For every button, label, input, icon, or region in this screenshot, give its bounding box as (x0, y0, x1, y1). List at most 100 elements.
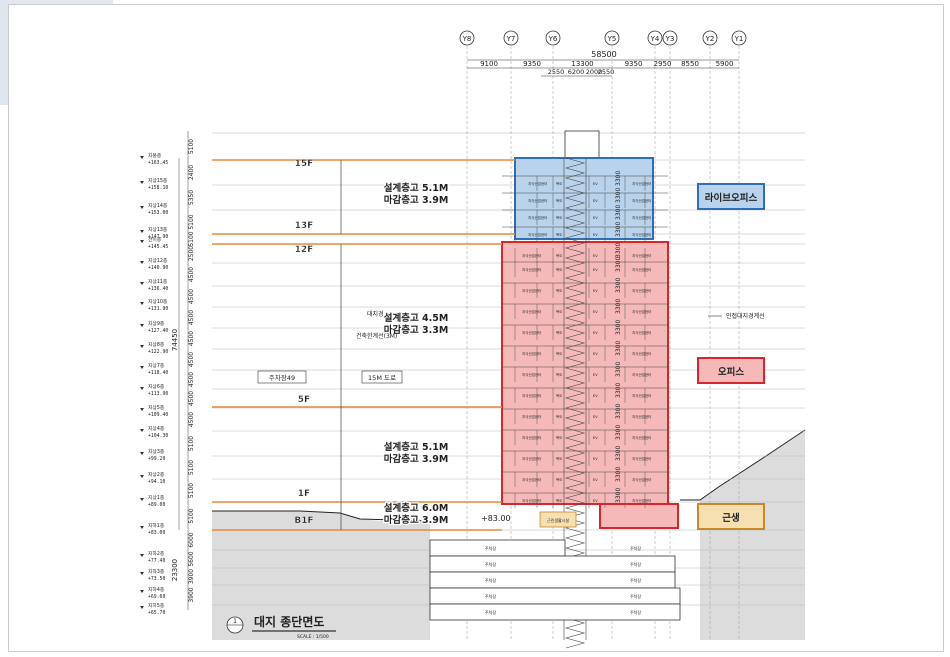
side-dim: 5350 (188, 190, 195, 205)
annotation-design-height: 설계층고 5.1M (384, 182, 449, 194)
grid-axis-label: Y4 (650, 35, 660, 43)
room-label: 지식산업센터 (632, 288, 651, 293)
annotation-design-height: 설계층고 6.0M (384, 502, 449, 514)
hall-label: 복도 (556, 309, 563, 314)
grid-bubble (731, 30, 747, 46)
level-marker (140, 156, 144, 159)
core-label: EV (593, 478, 598, 482)
floor-height-tag: 3300 (615, 425, 622, 440)
grid-axis-label: Y2 (705, 35, 715, 43)
side-dim: 4500 (188, 372, 195, 387)
basement-label: 주차장 (630, 593, 641, 599)
floor-height-tag: 3300 (615, 320, 622, 335)
basement-label: 주차장 (630, 561, 641, 567)
side-dim: 4500 (188, 391, 195, 406)
room-label: 지식산업센터 (522, 288, 541, 293)
annotation-finish-height: 마감층고 3.9M (384, 453, 449, 465)
retail-unit (539, 511, 577, 528)
hall-label: 복도 (556, 414, 563, 419)
room-label: 지식산업센터 (632, 393, 651, 398)
side-dim: 4500 (188, 267, 195, 282)
level-elevation: +145.45 (148, 244, 168, 250)
grid-axis-label: Y3 (665, 35, 675, 43)
hall-label: 복도 (556, 215, 563, 220)
level-marker (140, 302, 144, 305)
dim-top: 8550 (681, 60, 699, 68)
level-elevation: +99.20 (148, 456, 165, 462)
grid-axis-label: Y1 (734, 35, 744, 43)
level-name: 전이층 (148, 236, 162, 243)
side-dim: 5100 (188, 214, 195, 229)
core-label: EV (593, 268, 598, 272)
grid-bubble (545, 30, 561, 46)
core-label: EV (593, 457, 598, 461)
road-label: 15M 도로 (368, 374, 396, 382)
core-label: EV (593, 199, 598, 203)
slope-line (680, 429, 806, 501)
annotation-finish-height: 마감층고 3.9M (384, 194, 449, 206)
hall-label: 복도 (556, 435, 563, 440)
floor-height-tag: 3300 (615, 171, 622, 186)
site-boundary-label: 대지경 (367, 310, 384, 318)
level-marker (140, 498, 144, 501)
level-elevation: +94.10 (148, 479, 165, 485)
hall-label: 복도 (556, 477, 563, 482)
room-label: 지식산업센터 (632, 198, 651, 203)
level-name: 지상9층 (148, 320, 165, 327)
hall-label: 복도 (556, 232, 563, 237)
basement-label: 주차장 (485, 593, 496, 599)
top-panel-edge (8, 0, 113, 4)
level-elevation: +158.10 (148, 185, 168, 191)
room-label: 지식산업센터 (632, 498, 651, 503)
level-marker (140, 181, 144, 184)
floor-label-15f: 15F (295, 159, 314, 169)
hall-label: 복도 (556, 181, 563, 186)
level-elevation: +89.00 (148, 502, 165, 508)
basement-level (429, 603, 681, 621)
core-label: EV (593, 499, 598, 503)
level-marker (140, 554, 144, 557)
core-label: EV (593, 331, 598, 335)
hall-label: 복도 (556, 253, 563, 258)
vertical-total-lower: 23300 (171, 559, 179, 581)
legend-office-label: 오피스 (718, 366, 744, 378)
level-name: 지상12층 (148, 257, 168, 264)
level-marker (140, 452, 144, 455)
core-label: EV (593, 352, 598, 356)
roof-structure (564, 130, 600, 159)
floor-height-tag: 3300 (615, 446, 622, 461)
level-elevation: +122.90 (148, 349, 168, 355)
dim-second: 2000 (586, 68, 603, 76)
room-label: 지식산업센터 (632, 372, 651, 377)
legend-live-office-label: 라이브오피스 (705, 192, 758, 204)
room-label: 지식산업센터 (632, 215, 651, 220)
level-marker (140, 387, 144, 390)
level-elevation: +127.40 (148, 328, 168, 334)
setback-label: 건축한계선(3M) (356, 332, 397, 340)
level-elevation: +147.90 (148, 234, 168, 240)
drawing-number: 1 (233, 618, 237, 625)
side-dim: 5600 (188, 551, 195, 566)
key-floor-lines (212, 159, 515, 531)
hall-label: 복도 (556, 288, 563, 293)
floor-height-tag: 3300 (615, 383, 622, 398)
level-name: 지상2층 (148, 471, 165, 478)
hall-label: 복도 (556, 372, 563, 377)
core-label: EV (593, 289, 598, 293)
annotation-finish-height: 마감층고 3.3M (384, 324, 449, 336)
level-name: 지상15층 (148, 177, 168, 184)
drawing-scale: SCALE : 1/500 (297, 634, 329, 640)
level-name: 지하1층 (148, 522, 165, 529)
retail-unit-label: 근린생활시설 (547, 517, 569, 523)
left-panel-edge (0, 0, 8, 105)
room-label: 지식산업센터 (528, 181, 547, 186)
level-name: 지하4층 (148, 586, 165, 593)
total-dim: 58500 (591, 50, 616, 59)
parking-box (257, 370, 307, 384)
floor-height-tag: 3300 (615, 404, 622, 419)
side-dim: 3900 (188, 569, 195, 584)
dim-top: 5900 (716, 60, 734, 68)
dim-second: 2550 (548, 68, 565, 76)
level-name: 지하5층 (148, 602, 165, 609)
